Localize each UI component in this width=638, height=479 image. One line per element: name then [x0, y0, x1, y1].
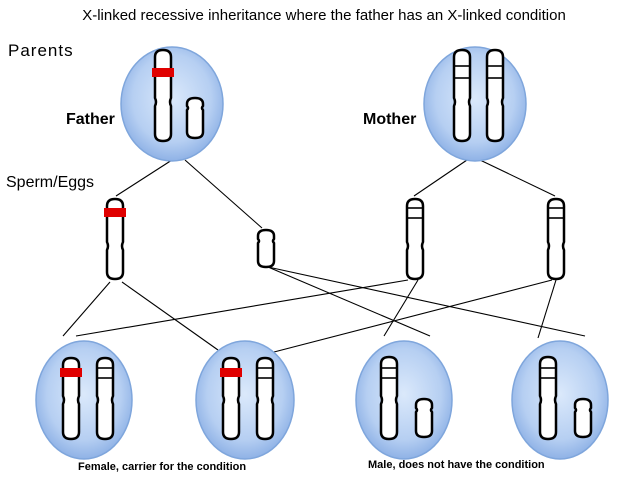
daughter-2-paternal-x: [221, 356, 241, 441]
son-1-y-chromosome: [414, 397, 434, 439]
condition-band: [60, 368, 82, 377]
mother-label: Mother: [363, 111, 416, 128]
mother-x-chromosome-1: [452, 48, 472, 143]
daughter-1-paternal-x: [61, 356, 81, 441]
line-egg-2-to-son-2: [537, 279, 557, 339]
diagram-title: X-linked recessive inheritance where the…: [82, 7, 566, 24]
line-egg-1-to-daughter-1: [75, 279, 409, 337]
gametes-label: Sperm/Eggs: [6, 174, 94, 191]
line-mother-to-egg-2: [479, 159, 556, 197]
father-x-chromosome: [153, 48, 173, 143]
line-y-sperm-to-son-1: [267, 266, 431, 337]
line-egg-2-to-daughter-2: [273, 279, 553, 353]
line-y-sperm-to-son-2: [267, 266, 586, 337]
condition-band: [104, 208, 126, 217]
line-mother-to-egg-1: [413, 159, 468, 197]
line-father-to-x-sperm: [115, 159, 173, 197]
daughters-caption: Female, carrier for the condition: [78, 461, 246, 473]
son-1-x-chromosome: [379, 355, 399, 441]
line-x-sperm-to-daughter-1: [62, 281, 111, 337]
father-label: Father: [66, 111, 115, 128]
egg-1-x-chromosome: [405, 197, 425, 281]
sperm-y: [256, 228, 276, 269]
daughter-1-cell: [35, 340, 133, 460]
line-egg-1-to-son-1: [383, 279, 419, 337]
egg-2: [546, 197, 566, 281]
parents-label: Parents: [8, 41, 74, 60]
daughter-2-cell: [195, 340, 295, 460]
condition-band: [220, 368, 242, 377]
sperm-y-chromosome: [256, 228, 276, 269]
sperm-x-chromosome: [105, 197, 125, 281]
lineage-lines: [62, 159, 586, 353]
daughter-1-maternal-x: [95, 356, 115, 441]
mother-x-chromosome-2: [485, 48, 505, 143]
line-father-to-y-sperm: [184, 159, 263, 229]
son-2-y-chromosome: [573, 397, 593, 439]
egg-1: [405, 197, 425, 281]
mother-cell: [423, 46, 527, 162]
sons-caption: Male, does not have the condition: [368, 459, 545, 471]
egg-2-x-chromosome: [546, 197, 566, 281]
line-x-sperm-to-daughter-2: [121, 281, 219, 351]
father-cell: [120, 46, 224, 162]
son-1-cell: [355, 340, 453, 460]
father-y-chromosome: [185, 96, 205, 140]
daughter-2-maternal-x: [255, 356, 275, 441]
son-2-x-chromosome: [538, 355, 558, 441]
condition-band: [152, 68, 174, 77]
sperm-x: [104, 197, 126, 281]
son-2-cell: [511, 340, 609, 460]
